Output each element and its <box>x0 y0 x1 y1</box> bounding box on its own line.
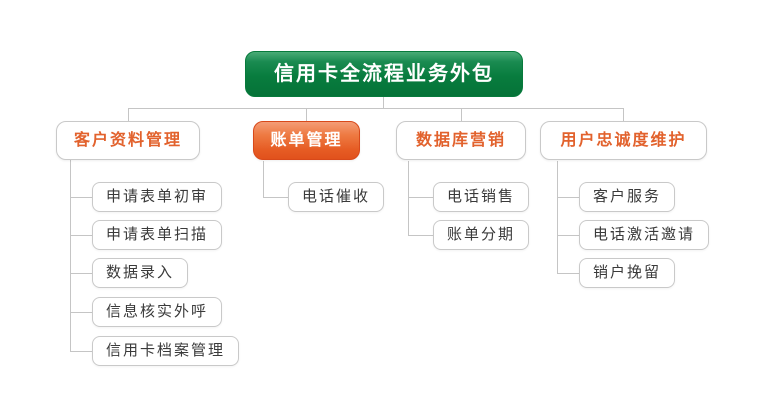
connector-line <box>70 312 92 313</box>
branch-user-loyalty-maintenance: 用户忠诚度维护 <box>540 121 707 160</box>
connector-line <box>70 197 92 198</box>
leaf-phone-collection: 电话催收 <box>288 182 385 212</box>
root-node-credit-card-outsourcing: 信用卡全流程业务外包 <box>245 51 523 97</box>
connector-line <box>263 161 264 198</box>
connector-line <box>461 108 462 122</box>
connector-line <box>70 351 92 352</box>
connector-line <box>408 235 433 236</box>
connector-line <box>408 197 433 198</box>
connector-line <box>306 108 307 122</box>
connector-line <box>557 161 558 274</box>
leaf-customer-service: 客户服务 <box>579 182 676 212</box>
connector-line <box>263 197 288 198</box>
branch-database-marketing: 数据库营销 <box>396 121 526 160</box>
connector-line <box>70 273 92 274</box>
leaf-data-entry: 数据录入 <box>92 258 189 288</box>
connector-line <box>128 108 623 109</box>
connector-line <box>128 108 129 122</box>
leaf-application-form-scanning: 申请表单扫描 <box>92 220 223 250</box>
branch-customer-data-management: 客户资料管理 <box>56 121 200 160</box>
connector-line <box>408 161 409 236</box>
leaf-info-verification-outbound-call: 信息核实外呼 <box>92 297 223 327</box>
leaf-bill-installment: 账单分期 <box>433 220 530 250</box>
branch-bill-management: 账单管理 <box>253 121 360 160</box>
connector-line <box>70 160 71 352</box>
leaf-application-form-initial-review: 申请表单初审 <box>92 182 223 212</box>
connector-line <box>557 235 579 236</box>
leaf-account-closure-retention: 销户挽留 <box>579 258 676 288</box>
connector-line <box>557 273 579 274</box>
connector-line <box>383 97 384 109</box>
connector-line <box>70 235 92 236</box>
leaf-credit-card-file-management: 信用卡档案管理 <box>92 336 240 366</box>
connector-line <box>557 197 579 198</box>
leaf-phone-activation-invitation: 电话激活邀请 <box>579 220 710 250</box>
connector-line <box>623 108 624 122</box>
leaf-telemarketing: 电话销售 <box>433 182 530 212</box>
